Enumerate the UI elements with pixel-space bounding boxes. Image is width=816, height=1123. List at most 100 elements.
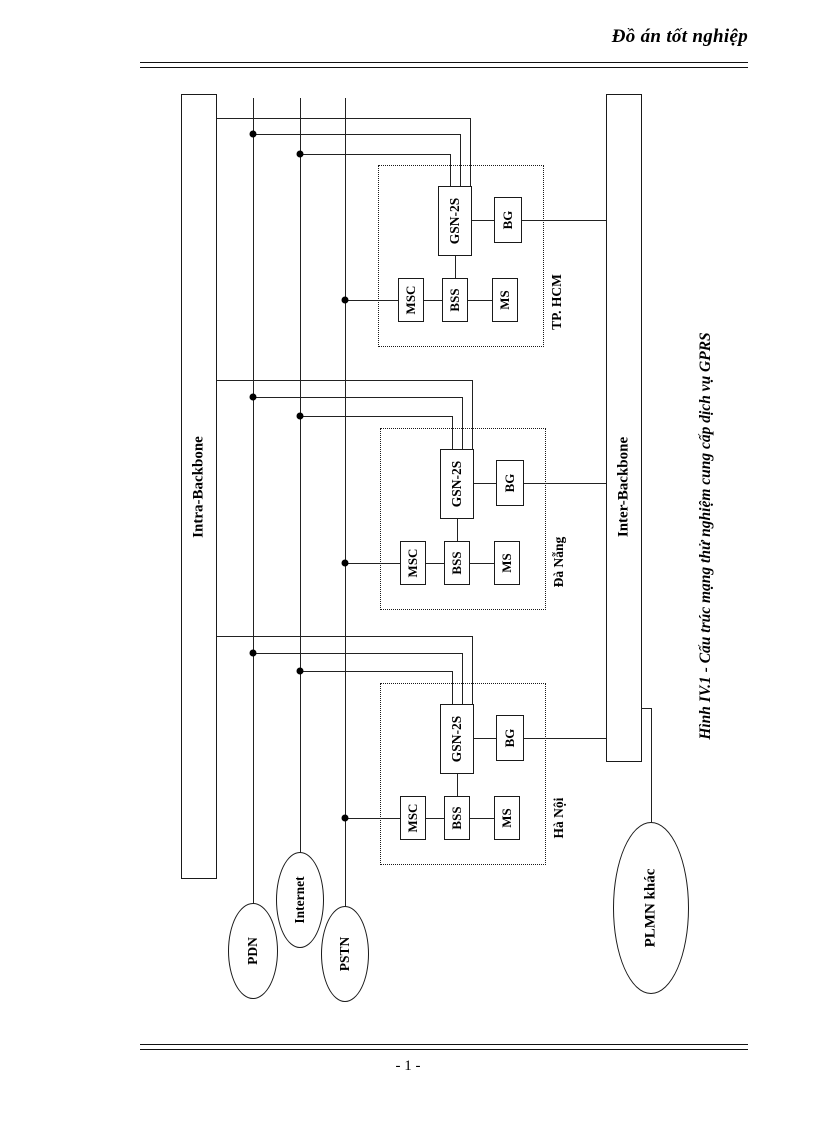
- node-bg-tp-hcm: BG: [494, 197, 522, 243]
- cluster-label-da-nang: Đà Nẵng: [551, 536, 566, 588]
- node-msc-tp-hcm: MSC: [398, 278, 424, 322]
- link-gsn-bss-hn: [457, 774, 458, 799]
- trunk-line-internet: [300, 98, 301, 860]
- node-msc-ha-noi: MSC: [400, 796, 426, 840]
- node-gsn-da-nang: GSN-2S: [440, 449, 474, 519]
- node-label-msc: MSC: [405, 803, 420, 833]
- node-label-gsn: GSN-2S: [447, 197, 462, 245]
- node-label-gsn: GSN-2S: [449, 460, 464, 508]
- node-label-ms: MS: [499, 808, 514, 828]
- feed-drop-dn-1: [472, 380, 473, 449]
- link-interbackbone-plmn-v: [651, 708, 652, 823]
- feed-line-hcm-3: [300, 154, 450, 155]
- cluster-box-ha-noi: [380, 683, 546, 865]
- trunk-line-pstn: [345, 98, 346, 913]
- feed-drop-hn-3: [452, 671, 453, 704]
- intra-backbone-bar: [181, 94, 217, 879]
- node-label-bg: BG: [502, 473, 517, 493]
- node-label-bss: BSS: [447, 288, 462, 312]
- junction-dot-hcm-internet: [249, 130, 257, 138]
- feed-line-dn-3: [300, 416, 452, 417]
- feed-line-dn-1: [217, 380, 472, 381]
- ellipse-pdn: PDN: [228, 903, 278, 999]
- link-pstn-msc-hcm: [345, 300, 398, 301]
- link-pstn-msc-hn: [345, 818, 400, 819]
- junction-dot-msc-hn: [341, 814, 349, 822]
- feed-drop-hn-1: [472, 636, 473, 704]
- node-label-ms: MS: [497, 290, 512, 310]
- feed-line-hn-1: [217, 636, 472, 637]
- ellipse-label-plmn-khac: PLMN khác: [642, 868, 659, 948]
- intra-backbone-label: Intra-Backbone: [190, 436, 207, 538]
- ellipse-plmn-khac: PLMN khác: [613, 822, 689, 994]
- link-bg-interbackbone-hn: [524, 738, 606, 739]
- junction-dot-hcm-pstn: [296, 150, 304, 158]
- node-label-ms: MS: [499, 553, 514, 573]
- node-gsn-ha-noi: GSN-2S: [440, 704, 474, 774]
- link-bss-ms-hn: [470, 818, 494, 819]
- junction-dot-hn-internet: [249, 649, 257, 657]
- node-bss-ha-noi: BSS: [444, 796, 470, 840]
- feed-line-hcm-2: [253, 134, 460, 135]
- node-bg-da-nang: BG: [496, 460, 524, 506]
- ellipse-label-internet: Internet: [292, 876, 307, 924]
- node-ms-da-nang: MS: [494, 541, 520, 585]
- link-gsn-bg-hcm: [472, 220, 494, 221]
- node-label-bg: BG: [502, 728, 517, 748]
- footer-rule: [140, 1044, 748, 1050]
- node-ms-tp-hcm: MS: [492, 278, 518, 322]
- link-bg-interbackbone-dn: [524, 483, 606, 484]
- cluster-label-tp-hcm: TP. HCM: [549, 274, 564, 330]
- figure-caption: Hình IV.1 - Cấu trúc mạng thử nghiệm cun…: [697, 332, 714, 740]
- link-msc-bss-hn: [426, 818, 444, 819]
- feed-line-hcm-1: [217, 118, 470, 119]
- node-label-gsn: GSN-2S: [449, 715, 464, 763]
- feed-drop-dn-3: [452, 416, 453, 449]
- trunk-line-pdn: [253, 98, 254, 911]
- node-ms-ha-noi: MS: [494, 796, 520, 840]
- node-label-msc: MSC: [403, 285, 418, 315]
- cluster-box-da-nang: [380, 428, 546, 610]
- feed-drop-hcm-1: [470, 118, 471, 186]
- link-gsn-bg-hn: [474, 738, 496, 739]
- ellipse-label-pstn: PSTN: [337, 936, 352, 972]
- node-bss-da-nang: BSS: [444, 541, 470, 585]
- link-gsn-bg-dn: [474, 483, 496, 484]
- link-bss-ms-hcm: [468, 300, 492, 301]
- cluster-box-tp-hcm: [378, 165, 544, 347]
- junction-dot-hn-pstn: [296, 667, 304, 675]
- feed-line-hn-2: [253, 653, 462, 654]
- link-interbackbone-plmn-h: [641, 708, 652, 709]
- ellipse-pstn: PSTN: [321, 906, 369, 1002]
- node-label-bss: BSS: [449, 551, 464, 575]
- link-msc-bss-dn: [426, 563, 444, 564]
- header-rule: [140, 62, 748, 68]
- page-header-title: Đồ án tốt nghiệp: [611, 26, 748, 47]
- ellipse-label-pdn: PDN: [245, 937, 260, 965]
- feed-drop-hcm-3: [450, 154, 451, 186]
- ellipse-internet: Internet: [276, 852, 324, 948]
- inter-backbone-label: Inter-Backbone: [615, 436, 632, 538]
- node-bg-ha-noi: BG: [496, 715, 524, 761]
- node-gsn-tp-hcm: GSN-2S: [438, 186, 472, 256]
- link-bg-interbackbone-hcm: [522, 220, 606, 221]
- junction-dot-msc-dn: [341, 559, 349, 567]
- feed-drop-dn-2: [462, 397, 463, 449]
- link-gsn-bss-hcm: [455, 256, 456, 281]
- feed-line-hn-3: [300, 671, 452, 672]
- node-label-bss: BSS: [449, 806, 464, 830]
- link-gsn-bss-dn: [457, 519, 458, 544]
- page-number: - 1 -: [395, 1058, 421, 1074]
- feed-drop-hcm-2: [460, 134, 461, 186]
- inter-backbone-bar: [606, 94, 642, 762]
- node-msc-da-nang: MSC: [400, 541, 426, 585]
- node-label-msc: MSC: [405, 548, 420, 578]
- feed-line-dn-2: [253, 397, 462, 398]
- link-bss-ms-dn: [470, 563, 494, 564]
- junction-dot-dn-pstn: [296, 412, 304, 420]
- junction-dot-msc-hcm: [341, 296, 349, 304]
- feed-drop-hn-2: [462, 653, 463, 704]
- cluster-label-ha-noi: Hà Nội: [551, 797, 566, 839]
